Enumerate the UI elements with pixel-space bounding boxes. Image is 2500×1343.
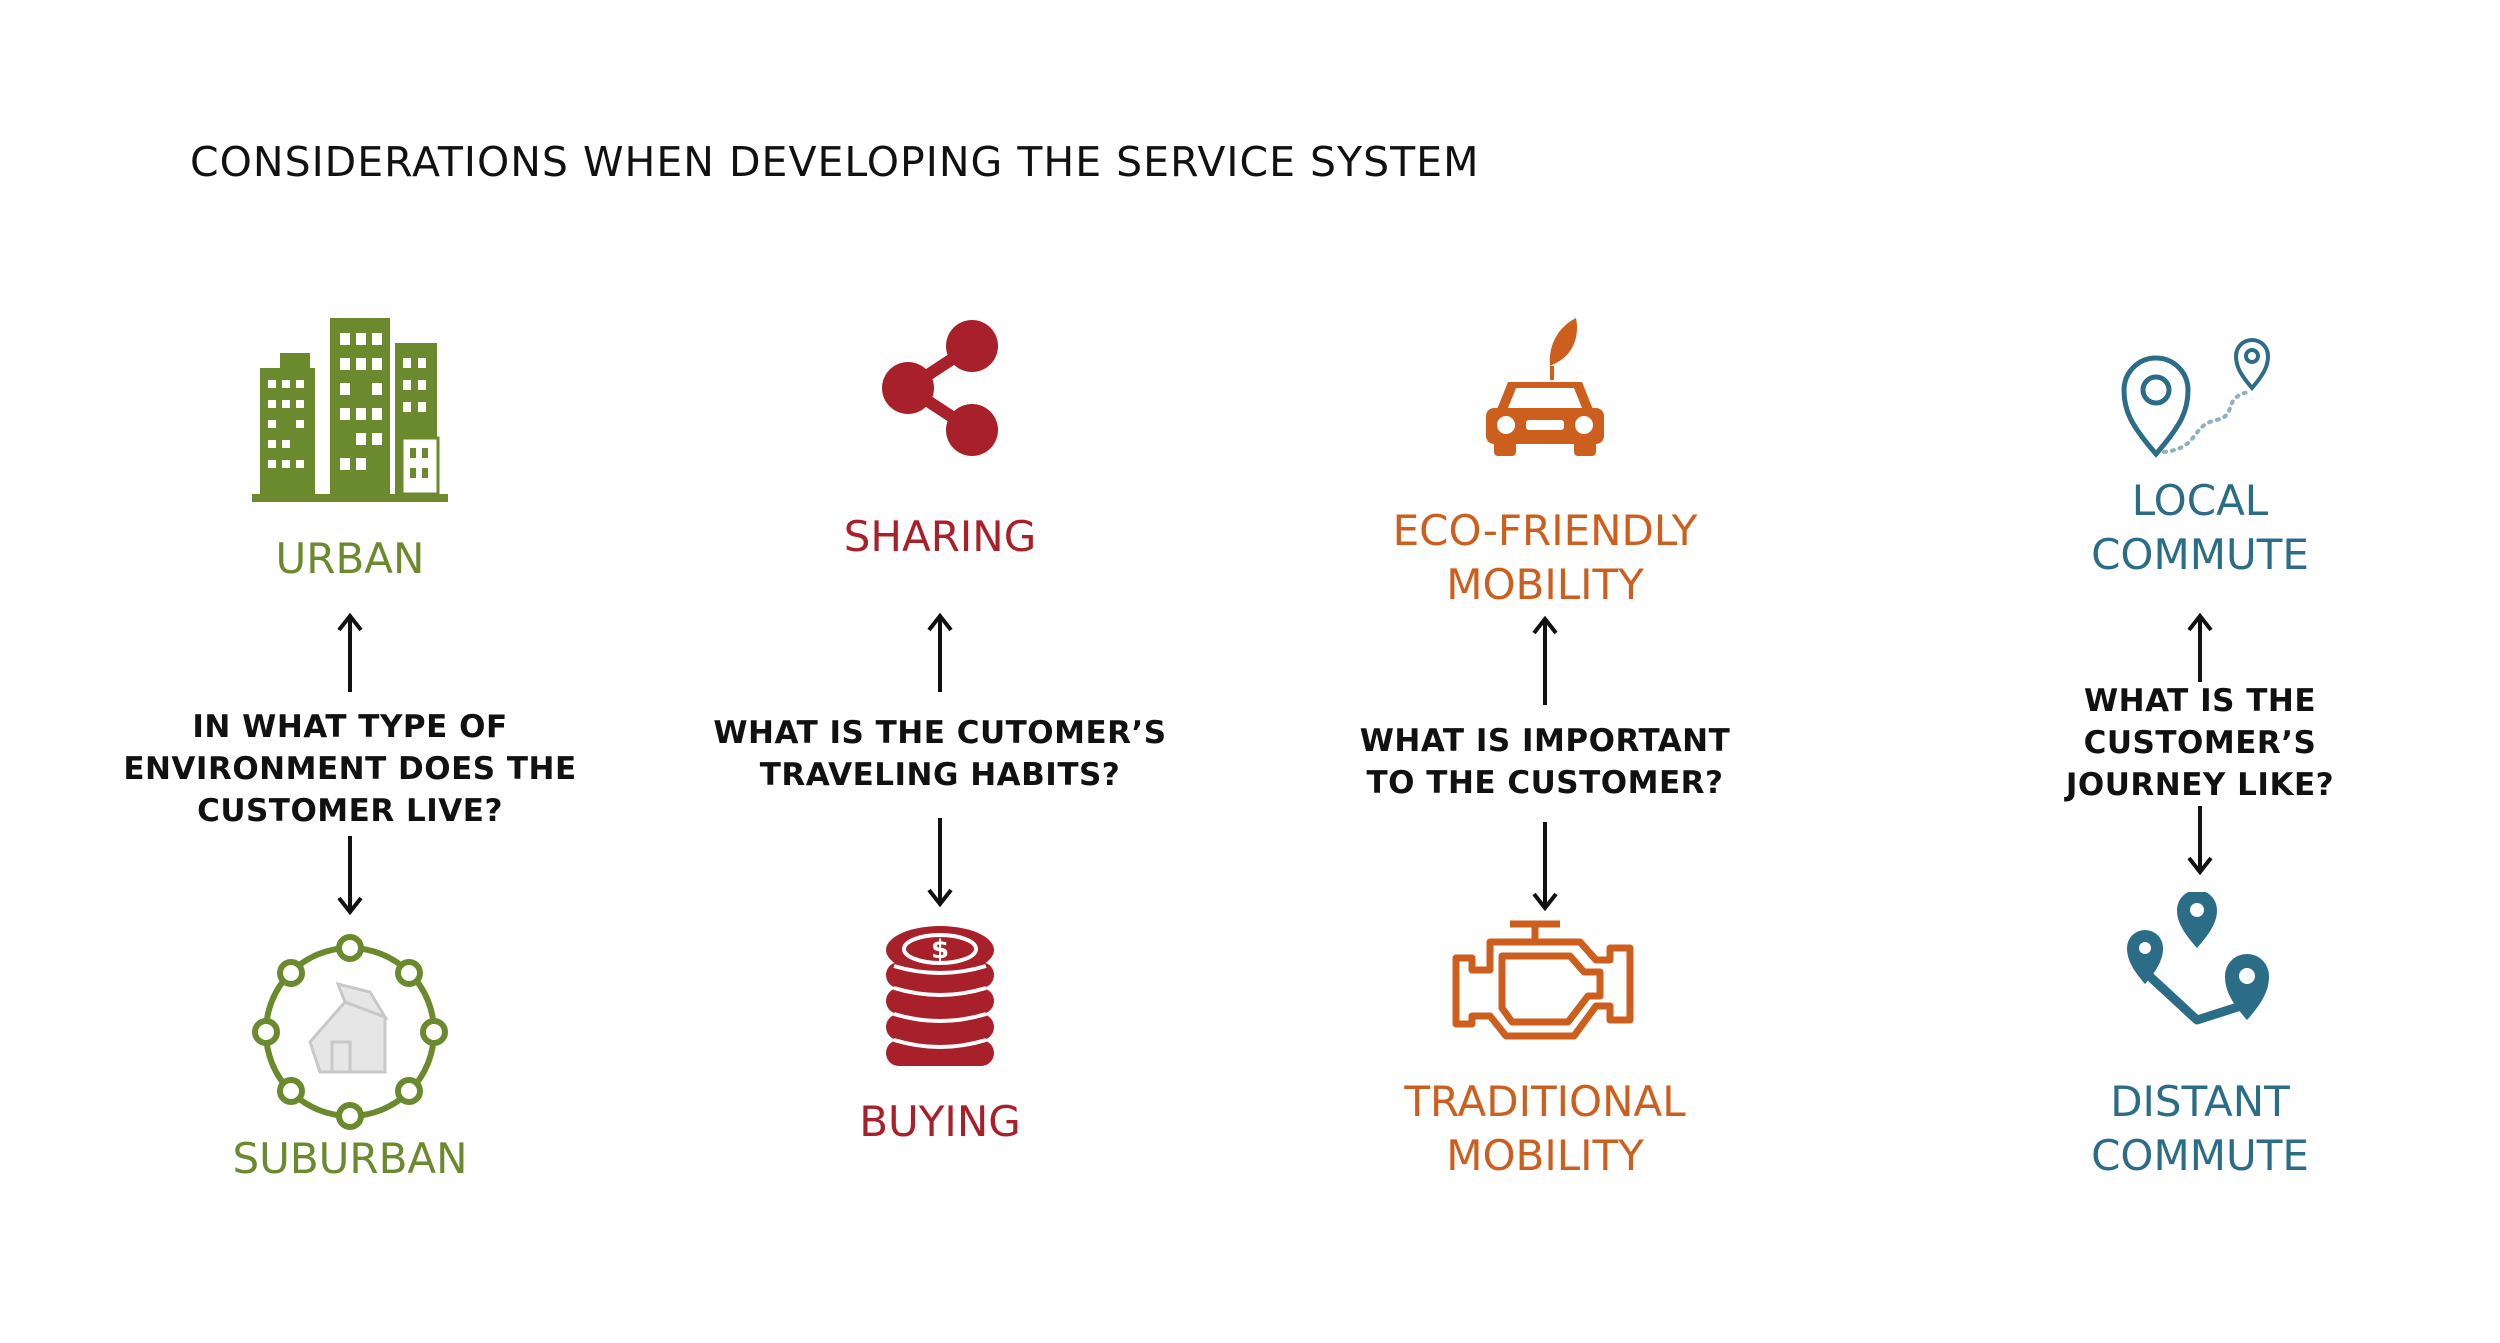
column-priorities: ECO-FRIENDLY MOBILITY WHAT IS IMPORTANT … bbox=[1265, 0, 1825, 1343]
svg-text:$: $ bbox=[931, 935, 949, 965]
local-commute-label: LOCAL COMMUTE bbox=[2091, 476, 2309, 579]
arrow-up-icon bbox=[925, 612, 955, 697]
engine-icon bbox=[1265, 918, 1825, 1048]
arrow-down-icon bbox=[925, 818, 955, 913]
arrow-down-icon bbox=[1530, 822, 1560, 917]
column-journey: LOCAL COMMUTE WHAT IS THE CUSTOMER’S JOU… bbox=[1920, 0, 2480, 1343]
distant-commute-label: DISTANT COMMUTE bbox=[2091, 1077, 2309, 1180]
route-pins-icon bbox=[1920, 330, 2480, 460]
arrow-up-icon bbox=[1530, 615, 1560, 710]
traditional-mobility-label: TRADITIONAL MOBILITY bbox=[1404, 1077, 1686, 1180]
page-title: CONSIDERATIONS WHEN DEVELOPING THE SERVI… bbox=[190, 138, 1480, 186]
arrow-up-icon bbox=[2185, 612, 2215, 687]
journey-question: WHAT IS THE CUSTOMER’S JOURNEY LIKE? bbox=[2065, 683, 2335, 803]
eco-friendly-mobility-label: ECO-FRIENDLY MOBILITY bbox=[1392, 506, 1698, 609]
coin-stack-icon: $ bbox=[660, 922, 1220, 1072]
environment-question: IN WHAT TYPE OF ENVIRONMENT DOES THE CUS… bbox=[123, 709, 577, 829]
sharing-label: SHARING bbox=[843, 512, 1037, 561]
traveling-habits-question: WHAT IS THE CUTOMER’S TRAVELING HABITS? bbox=[713, 715, 1167, 793]
column-environment: URBAN IN WHAT TYPE OF ENVIRONMENT DOES T… bbox=[70, 0, 630, 1343]
suburban-house-icon bbox=[70, 932, 630, 1132]
share-icon bbox=[660, 318, 1220, 458]
eco-car-icon bbox=[1265, 308, 1825, 458]
map-pins-icon bbox=[1920, 892, 2480, 1032]
column-traveling-habits: SHARING WHAT IS THE CUTOMER’S TRAVELING … bbox=[660, 0, 1220, 1343]
arrow-down-icon bbox=[335, 836, 365, 921]
priorities-question: WHAT IS IMPORTANT TO THE CUSTOMER? bbox=[1359, 723, 1731, 801]
suburban-label: SUBURBAN bbox=[232, 1134, 468, 1183]
buying-label: BUYING bbox=[859, 1097, 1021, 1146]
city-buildings-icon bbox=[70, 308, 630, 503]
arrow-down-icon bbox=[2185, 806, 2215, 881]
arrow-up-icon bbox=[335, 612, 365, 697]
urban-label: URBAN bbox=[275, 534, 425, 583]
